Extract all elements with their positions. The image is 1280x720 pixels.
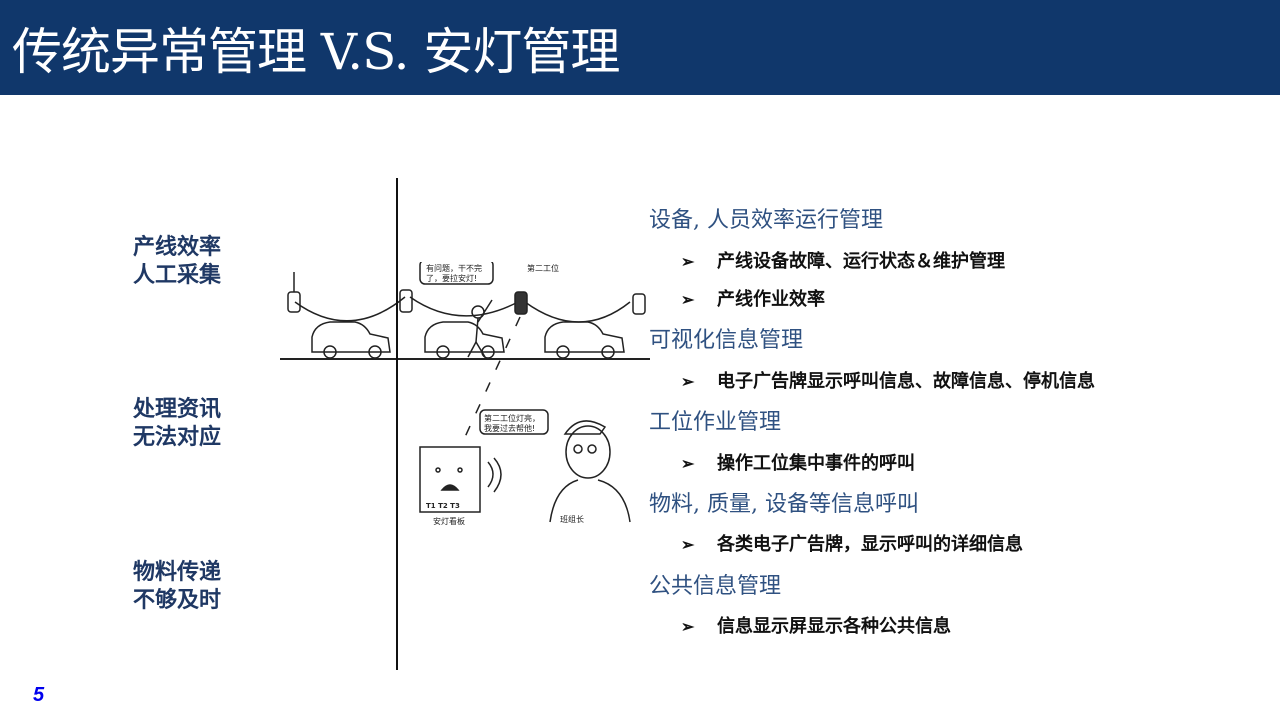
arrow-bullet-icon: ➢ bbox=[681, 617, 695, 636]
wire bbox=[409, 296, 519, 317]
andon-illustration: 有问题，干不完 了，要拉安灯! 第二工位 第二工位灯亮， 我要过去帮他! T1 … bbox=[280, 262, 650, 526]
arrow-bullet-icon: ➢ bbox=[681, 454, 695, 473]
speech-bubble bbox=[419, 262, 494, 285]
label-line: 人工采集 bbox=[133, 263, 222, 288]
section-heading: 公共信息管理 bbox=[649, 574, 782, 599]
worker-figure bbox=[467, 299, 493, 358]
andon-lamp-icon bbox=[399, 289, 413, 313]
bullet-text: 操作工位集中事件的呼叫 bbox=[717, 453, 915, 474]
bullet-item: ➢ 各类电子广告牌，显示呼叫的详细信息 bbox=[681, 533, 1023, 557]
car-icon bbox=[311, 321, 391, 359]
bullet-text: 各类电子广告牌，显示呼叫的详细信息 bbox=[717, 534, 1023, 555]
bullet-item: ➢ 产线设备故障、运行状态＆维护管理 bbox=[681, 250, 1005, 274]
label-line: 处理资讯 bbox=[133, 397, 222, 422]
worker-bubble-text: 有问题，干不完 bbox=[426, 263, 482, 273]
label-line: 不够及时 bbox=[133, 588, 222, 613]
arrow-bullet-icon: ➢ bbox=[681, 535, 695, 554]
leader-bubble-text: 第二工位灯亮， bbox=[484, 413, 540, 423]
bullet-item: ➢ 产线作业效率 bbox=[681, 288, 825, 312]
bullet-item: ➢ 操作工位集中事件的呼叫 bbox=[681, 452, 915, 476]
car-icon bbox=[544, 321, 625, 359]
section-heading: 物料, 质量, 设备等信息呼叫 bbox=[649, 492, 919, 517]
section-heading: 工位作业管理 bbox=[649, 410, 782, 435]
arrow-bullet-icon: ➢ bbox=[681, 290, 695, 309]
slide-title: 传统异常管理 V.S. 安灯管理 bbox=[12, 23, 620, 81]
leader-label: 班组长 bbox=[560, 514, 584, 524]
title-bar: 传统异常管理 V.S. 安灯管理 bbox=[0, 0, 1280, 95]
andon-lamp-icon bbox=[632, 293, 646, 315]
andon-lamp-icon bbox=[514, 291, 528, 315]
section-heading: 可视化信息管理 bbox=[649, 328, 804, 353]
left-label-material: 物料传递 不够及时 bbox=[133, 559, 221, 615]
left-label-info: 处理资讯 无法对应 bbox=[133, 396, 221, 452]
section-heading: 设备, 人员效率运行管理 bbox=[649, 208, 883, 233]
bullet-item: ➢ 电子广告牌显示呼叫信息、故障信息、停机信息 bbox=[681, 370, 1095, 394]
worker-bubble-text: 了，要拉安灯! bbox=[426, 273, 477, 283]
car-icon bbox=[424, 321, 505, 359]
page-number: 5 bbox=[33, 684, 45, 706]
arrow-bullet-icon: ➢ bbox=[681, 372, 695, 391]
bullet-text: 信息显示屏显示各种公共信息 bbox=[717, 616, 951, 637]
leader-bubble-text: 我要过去帮他! bbox=[484, 423, 535, 433]
label-line: 物料传递 bbox=[133, 560, 222, 585]
team-leader-figure bbox=[549, 420, 631, 523]
divider-line bbox=[396, 178, 398, 670]
bullet-item: ➢ 信息显示屏显示各种公共信息 bbox=[681, 615, 951, 639]
bullet-text: 产线设备故障、运行状态＆维护管理 bbox=[717, 251, 1005, 272]
andon-lamp-icon bbox=[287, 291, 301, 313]
station-label: 第二工位 bbox=[527, 263, 559, 273]
arrow-bullet-icon: ➢ bbox=[681, 252, 695, 271]
left-label-efficiency: 产线效率 人工采集 bbox=[133, 234, 221, 290]
bullet-text: 电子广告牌显示呼叫信息、故障信息、停机信息 bbox=[717, 371, 1095, 392]
sound-icon bbox=[487, 457, 502, 493]
speech-bubble bbox=[479, 409, 549, 435]
label-line: 无法对应 bbox=[133, 425, 222, 450]
wire bbox=[294, 296, 406, 322]
bullet-text: 产线作业效率 bbox=[717, 289, 825, 310]
andon-board-icon bbox=[419, 446, 481, 513]
wire bbox=[524, 301, 631, 323]
board-slots: T1 T2 T3 bbox=[426, 502, 460, 510]
label-line: 产线效率 bbox=[133, 235, 222, 260]
board-label: 安灯看板 bbox=[433, 516, 465, 526]
